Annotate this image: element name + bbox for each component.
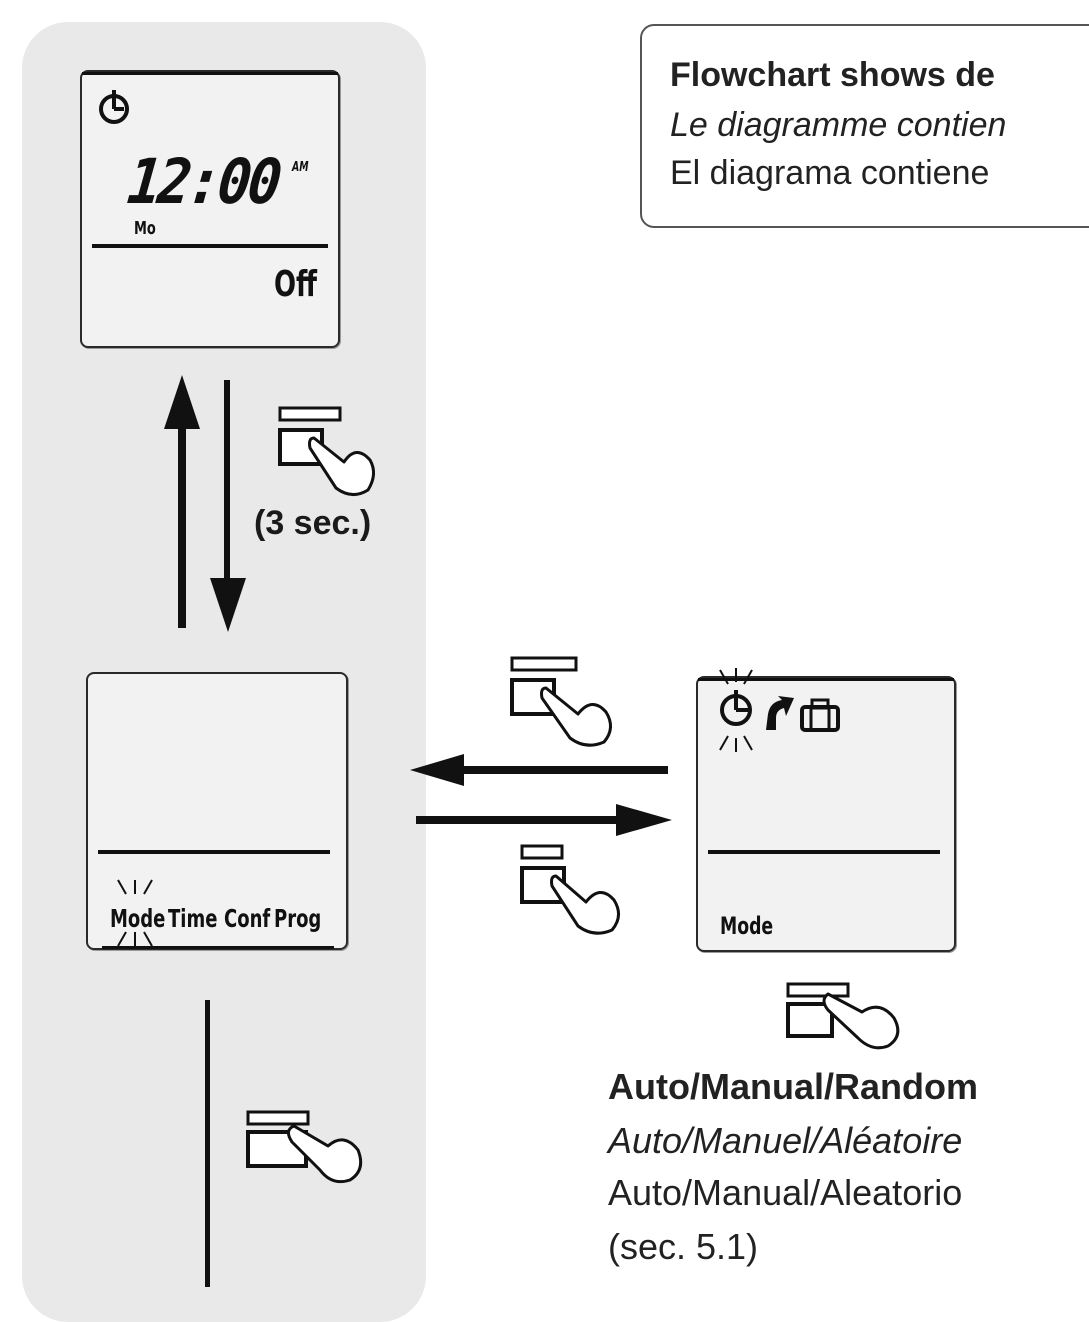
arrow-up-icon — [164, 375, 200, 628]
arrow-down-icon — [210, 380, 246, 632]
button-press-icon — [278, 406, 375, 496]
caption-es: Auto/Manual/Aleatorio — [608, 1172, 963, 1213]
flame-icon — [766, 696, 794, 730]
day-indicator: Mo — [134, 218, 156, 239]
button-press-icon — [786, 982, 900, 1050]
suitcase-icon — [800, 698, 840, 732]
hand-icon — [308, 436, 375, 496]
press-duration-label: (3 sec.) — [254, 504, 372, 542]
caption-en: Auto/Manual/Random — [608, 1066, 978, 1107]
blink-rays-icon — [117, 879, 153, 947]
button-press-icon — [510, 656, 612, 747]
lcd-divider — [708, 850, 940, 854]
clock-icon — [719, 668, 753, 752]
clock-icon — [99, 90, 129, 124]
hand-icon — [550, 874, 620, 935]
note-line-fr: Le diagramme contien — [670, 106, 1007, 144]
flow-line — [205, 1000, 210, 1287]
hand-icon — [287, 1124, 363, 1184]
menu-item-conf: Conf — [224, 904, 271, 933]
caption-fr: Auto/Manuel/Aléatoire — [608, 1120, 963, 1161]
arrow-left-icon — [410, 754, 668, 786]
lcd-divider — [92, 244, 328, 248]
lcd-bottom-rule — [102, 946, 334, 949]
button-press-icon — [246, 1110, 363, 1184]
arrow-right-icon — [416, 804, 672, 836]
lcd-top-rule — [82, 72, 338, 75]
mode-label: Mode — [720, 912, 774, 940]
menu-item-mode: Mode — [110, 904, 166, 933]
note-line-es: El diagrama contiene — [670, 154, 990, 192]
lcd-mode-display: Mode — [696, 668, 956, 952]
lcd-top-rule — [698, 678, 954, 681]
ampm-indicator: AM — [292, 160, 309, 175]
button-press-icon — [520, 844, 620, 935]
lcd-home-display: 12:00 AM Mo Off — [80, 70, 340, 348]
hand-icon — [540, 686, 612, 747]
menu-item-prog: Prog — [274, 904, 322, 933]
lcd-menu-display: Mode Time Conf Prog — [86, 672, 348, 950]
time-readout: 12:00 — [124, 145, 282, 218]
note-line-en: Flowchart shows de — [670, 56, 995, 94]
caption-ref: (sec. 5.1) — [608, 1226, 759, 1267]
menu-item-time: Time — [168, 904, 218, 933]
lcd-divider — [98, 850, 330, 854]
status-indicator: Off — [274, 264, 318, 305]
note-box: Flowchart shows de Le diagramme contien … — [640, 24, 1089, 228]
hand-icon — [822, 992, 900, 1050]
